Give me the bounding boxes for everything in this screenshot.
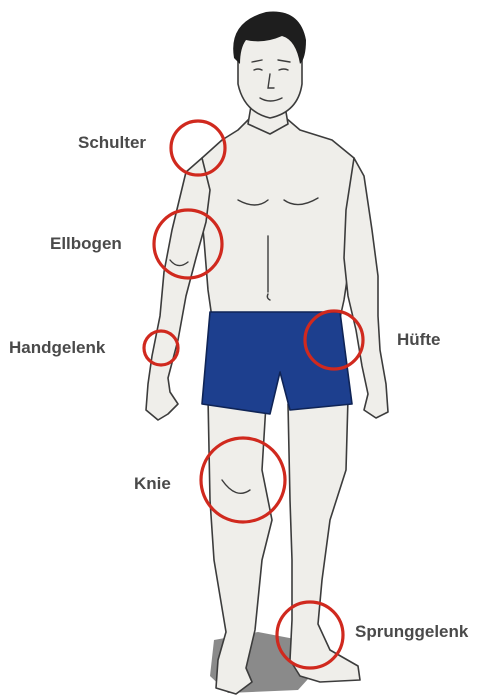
label-knee: Knie [134, 474, 171, 494]
swim-shorts [202, 312, 352, 414]
label-hip: Hüfte [397, 330, 440, 350]
label-shoulder: Schulter [78, 133, 146, 153]
label-wrist: Handgelenk [9, 338, 105, 358]
left-leg [288, 398, 360, 682]
label-elbow: Ellbogen [50, 234, 122, 254]
label-ankle: Sprunggelenk [355, 622, 468, 642]
left-arm [344, 158, 388, 418]
right-arm [146, 158, 210, 420]
